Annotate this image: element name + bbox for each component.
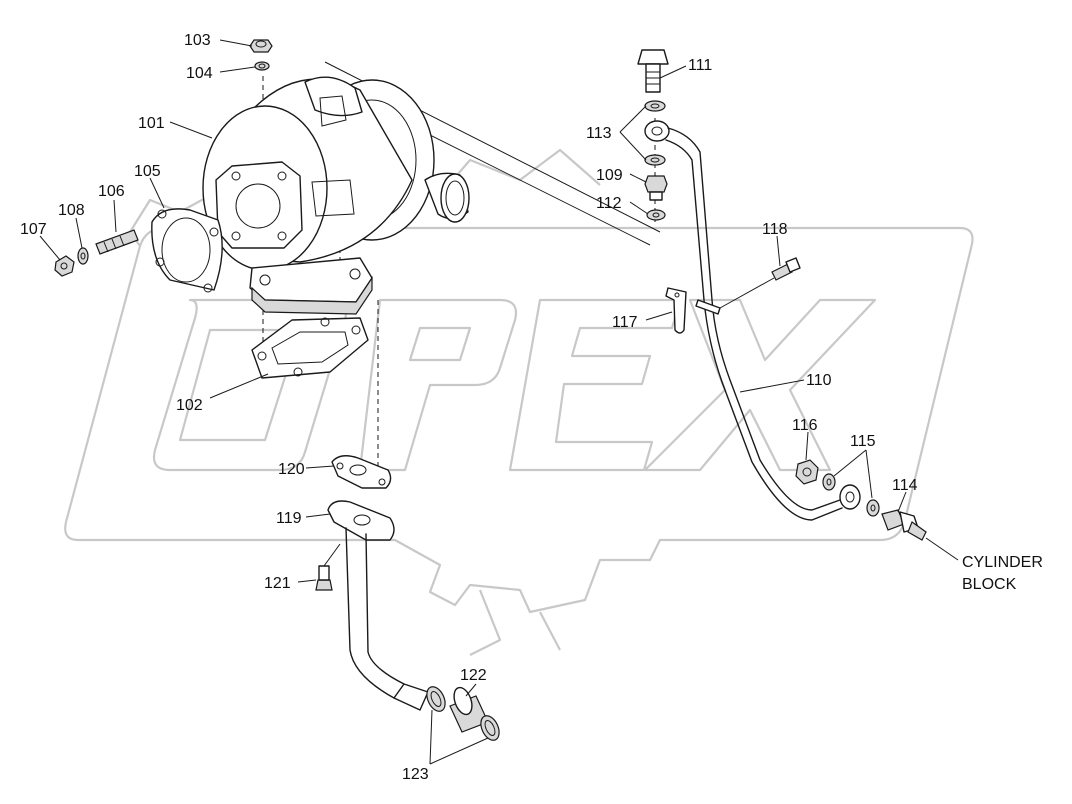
clamp-123-right — [480, 715, 500, 741]
bolt-111 — [637, 49, 669, 93]
clip-117 — [665, 287, 687, 334]
label-101: 101 — [138, 115, 165, 132]
label-104: 104 — [186, 65, 213, 82]
washer-108 — [77, 247, 89, 265]
adapter-114 — [881, 509, 927, 541]
nut-116 — [795, 459, 819, 485]
label-116: 116 — [792, 417, 818, 434]
label-114: 114 — [892, 477, 918, 494]
connector-109 — [644, 175, 668, 201]
label-117: 117 — [612, 314, 638, 331]
oil-return-pipe-119 — [327, 500, 429, 711]
cylinder-block-label-line2: BLOCK — [962, 576, 1017, 593]
label-111: 111 — [688, 57, 712, 74]
leader-lines — [39, 39, 959, 765]
washer-104 — [254, 61, 270, 71]
label-109: 109 — [596, 167, 623, 184]
bracket-strap — [695, 277, 775, 315]
label-107: 107 — [20, 221, 47, 238]
clamp-123-left — [426, 686, 446, 712]
bolt-121 — [315, 565, 333, 591]
washer-115-left — [822, 473, 836, 491]
cylinder-block-label-line1: CYLINDER — [962, 554, 1043, 571]
washer-115-right — [866, 499, 880, 517]
gasket-120 — [331, 455, 392, 489]
washer-113-upper — [644, 100, 666, 112]
oil-feed-pipe-110 — [644, 120, 861, 521]
nut-103 — [249, 39, 273, 53]
part-labels: 103 104 101 105 106 108 107 102 111 113 … — [20, 32, 1043, 783]
bolt-118 — [771, 257, 801, 281]
turbocharger-101 — [202, 76, 470, 315]
label-106: 106 — [98, 183, 125, 200]
label-119: 119 — [276, 510, 302, 527]
label-113: 113 — [586, 125, 612, 142]
label-118: 118 — [762, 221, 788, 238]
label-103: 103 — [184, 32, 211, 49]
label-105: 105 — [134, 163, 161, 180]
washer-113-lower — [644, 154, 666, 166]
gasket-105 — [151, 208, 223, 293]
label-121: 121 — [264, 575, 291, 592]
nut-107 — [54, 255, 75, 277]
label-115: 115 — [850, 433, 876, 450]
label-108: 108 — [58, 202, 85, 219]
gasket-102 — [251, 317, 369, 379]
label-110: 110 — [806, 372, 832, 389]
label-122: 122 — [460, 667, 487, 684]
label-123: 123 — [402, 766, 429, 783]
hose-122 — [449, 686, 489, 733]
label-120: 120 — [278, 461, 305, 478]
washer-112 — [646, 209, 666, 221]
label-102: 102 — [176, 397, 203, 414]
stud-106 — [95, 229, 139, 255]
label-112: 112 — [596, 195, 622, 212]
